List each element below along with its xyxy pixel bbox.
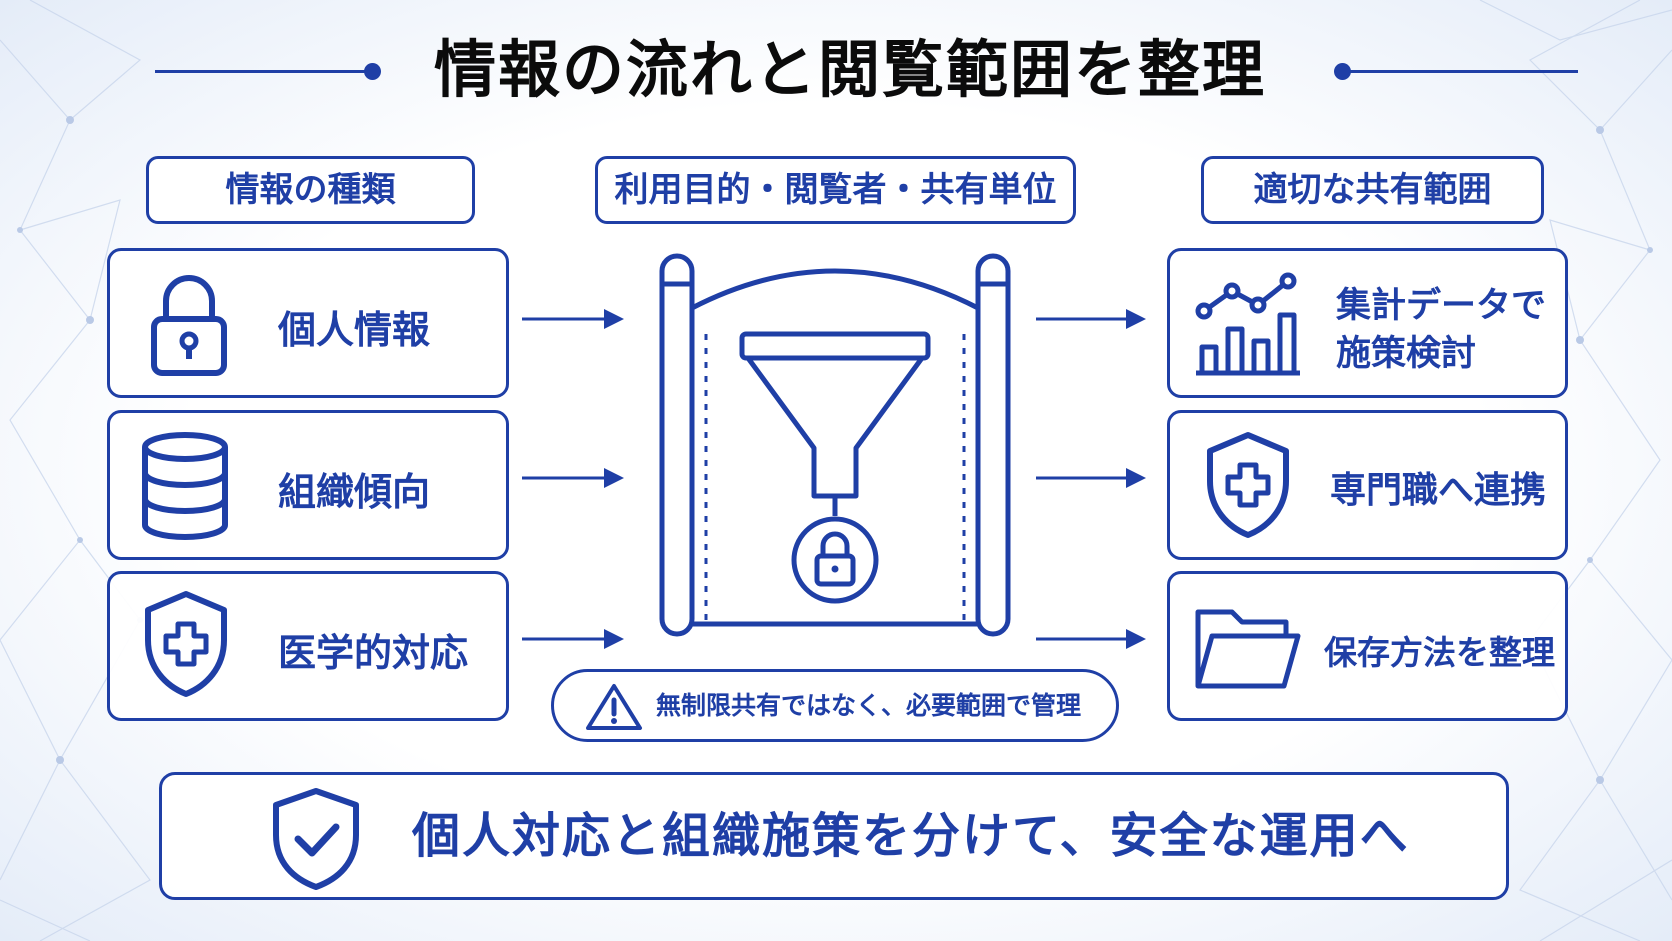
gate-funnel-lock-icon — [659, 253, 1011, 637]
output-box-storage: 保存方法を整理 — [1167, 571, 1568, 721]
output-label-line1: 集計データで — [1336, 286, 1547, 326]
arrow-right-icon — [522, 309, 624, 329]
padlock-icon — [151, 275, 227, 376]
medical-shield-icon — [145, 591, 227, 697]
summary-banner: 個人対応と組織施策を分けて、安全な運用へ — [159, 772, 1509, 900]
title-row: 情報の流れと閲覧範囲を整理 — [0, 30, 1672, 110]
output-box-professional: 専門職へ連携 — [1167, 410, 1568, 560]
medical-shield-icon — [1207, 432, 1289, 538]
arrow-right-icon — [522, 468, 624, 488]
input-label: 医学的対応 — [278, 631, 469, 675]
input-box-org-trends: 組織傾向 — [107, 410, 509, 560]
arrow-right-icon — [1036, 629, 1146, 649]
database-icon — [142, 432, 228, 540]
arrow-right-icon — [522, 629, 624, 649]
title-rule-right — [1340, 70, 1578, 73]
line-bar-chart-icon — [1195, 272, 1300, 376]
output-label: 専門職へ連携 — [1330, 470, 1547, 511]
right-column-header: 適切な共有範囲 — [1201, 156, 1544, 224]
arrow-right-icon — [1036, 468, 1146, 488]
shield-check-icon — [273, 788, 359, 890]
left-column-header: 情報の種類 — [146, 156, 475, 224]
input-box-personal-info: 個人情報 — [107, 248, 509, 398]
summary-text: 個人対応と組織施策を分けて、安全な運用へ — [412, 808, 1410, 864]
notice-text: 無制限共有ではなく、必要範囲で管理 — [656, 691, 1082, 720]
arrow-right-icon — [1036, 309, 1146, 329]
center-column-header: 利用目的・閲覧者・共有単位 — [595, 156, 1076, 224]
input-box-medical: 医学的対応 — [107, 571, 509, 721]
folder-icon — [1195, 609, 1301, 689]
input-label: 個人情報 — [278, 308, 431, 352]
output-box-aggregate: 集計データで 施策検討 — [1167, 248, 1568, 398]
warning-icon — [586, 684, 642, 730]
title-dot-left — [364, 63, 381, 80]
output-label: 保存方法を整理 — [1324, 633, 1555, 672]
title-rule-left — [155, 70, 370, 73]
page-title: 情報の流れと閲覧範囲を整理 — [433, 33, 1266, 106]
input-label: 組織傾向 — [278, 470, 431, 514]
notice-pill: 無制限共有ではなく、必要範囲で管理 — [551, 669, 1119, 742]
output-label-line2: 施策検討 — [1336, 334, 1477, 374]
